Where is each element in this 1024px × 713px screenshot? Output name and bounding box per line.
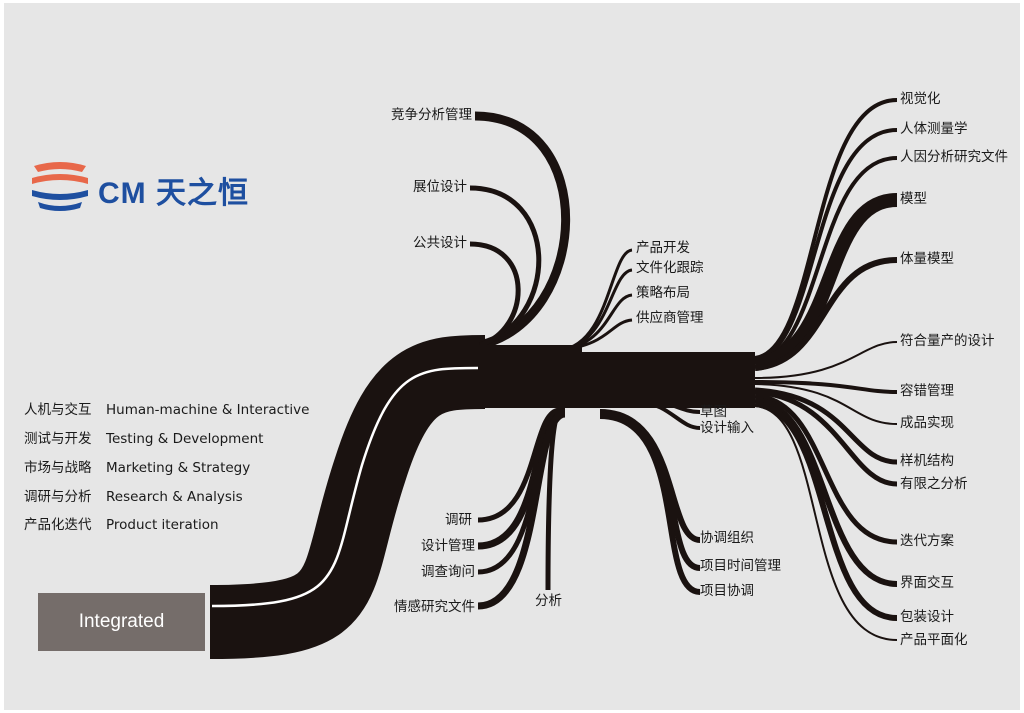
branch-label: 协调组织 — [700, 530, 754, 546]
logo-text: CM 天之恒 — [98, 177, 249, 210]
branch-label: 设计输入 — [700, 420, 754, 436]
branch-label: 产品开发 — [636, 240, 690, 256]
branch-label: 草图 — [700, 404, 727, 420]
flow-fault-tolerance — [754, 380, 898, 394]
branch-label: 有限之分析 — [900, 476, 968, 492]
integrated-node: Integrated — [38, 593, 205, 651]
legend-cn: 人机与交互 — [24, 402, 92, 418]
branch-label: 文件化跟踪 — [636, 260, 704, 276]
flow-doc-tracking — [559, 268, 633, 352]
branch-label: 策略布局 — [636, 285, 690, 301]
branch-label: 人体测量学 — [900, 121, 968, 137]
main-flow-band — [209, 335, 486, 659]
branch-label: 模型 — [900, 191, 927, 207]
legend-cn: 调研与分析 — [24, 489, 92, 505]
flow-graphic — [754, 405, 898, 641]
flow-product-realization — [754, 383, 898, 425]
flow-volume-model — [754, 257, 898, 371]
legend-item: 人机与交互 Human-machine & Interactive — [24, 398, 309, 418]
branch-label: 分析 — [535, 593, 562, 609]
flow-model — [753, 193, 898, 371]
legend-en: Marketing & Strategy — [106, 460, 251, 476]
flow-booth-design — [469, 185, 542, 348]
flow-project-coord — [599, 413, 701, 595]
legend-en: Product iteration — [106, 517, 219, 533]
legend-item: 测试与开发 Testing & Development — [24, 427, 263, 447]
branch-label: 调研 — [445, 512, 472, 528]
legend-en: Testing & Development — [106, 431, 264, 447]
legend-cn: 测试与开发 — [24, 431, 92, 447]
branch-label: 情感研究文件 — [394, 599, 475, 615]
branch-label: 包装设计 — [900, 609, 954, 625]
legend-cn: 产品化迭代 — [24, 517, 92, 533]
flow-fea — [754, 389, 898, 487]
flow-public-design — [469, 241, 521, 348]
legend-en: Human-machine & Interactive — [106, 402, 310, 418]
branch-label: 样机结构 — [900, 453, 954, 469]
flow-interface — [754, 397, 898, 587]
flow-visual — [754, 98, 898, 360]
flow-iteration — [754, 393, 898, 545]
branch-label: 公共设计 — [413, 235, 467, 251]
branch-label: 迭代方案 — [900, 533, 954, 549]
branch-label: 符合量产的设计 — [900, 333, 995, 349]
hub-block-left — [480, 345, 582, 408]
branch-label: 人因分析研究文件 — [900, 149, 1008, 165]
flow-packaging — [754, 401, 898, 621]
flow-competitive-analysis — [474, 111, 571, 350]
legend-cn: 市场与战略 — [24, 460, 92, 476]
branch-label: 成品实现 — [900, 415, 954, 431]
flow-analysis — [545, 409, 563, 591]
legend-en: Research & Analysis — [106, 489, 243, 505]
main-flow-divider — [211, 366, 479, 608]
branch-label: 调查询问 — [421, 564, 475, 580]
logo-icon — [32, 162, 88, 211]
branch-label: 项目协调 — [700, 583, 754, 599]
branch-label: 展位设计 — [413, 179, 467, 195]
legend-item: 调研与分析 Research & Analysis — [24, 485, 243, 505]
branch-label: 容错管理 — [900, 383, 954, 399]
flow-anthropometry — [754, 128, 898, 362]
branch-label: 供应商管理 — [636, 310, 704, 326]
branch-label: 设计管理 — [421, 538, 475, 554]
flow-prototype — [754, 387, 898, 465]
flow-mass-production — [754, 341, 898, 379]
legend-item: 产品化迭代 Product iteration — [24, 513, 219, 533]
branch-label: 竞争分析管理 — [391, 107, 472, 123]
legend-item: 市场与战略 Marketing & Strategy — [24, 456, 250, 476]
branch-label: 体量模型 — [900, 251, 954, 267]
hub-block-right — [580, 352, 755, 408]
branch-label: 界面交互 — [900, 575, 954, 591]
branch-label: 项目时间管理 — [700, 558, 781, 574]
flow-schedule — [599, 411, 701, 571]
branch-label: 产品平面化 — [900, 632, 968, 648]
branch-label: 视觉化 — [900, 91, 941, 107]
flow-coordination — [599, 409, 701, 543]
